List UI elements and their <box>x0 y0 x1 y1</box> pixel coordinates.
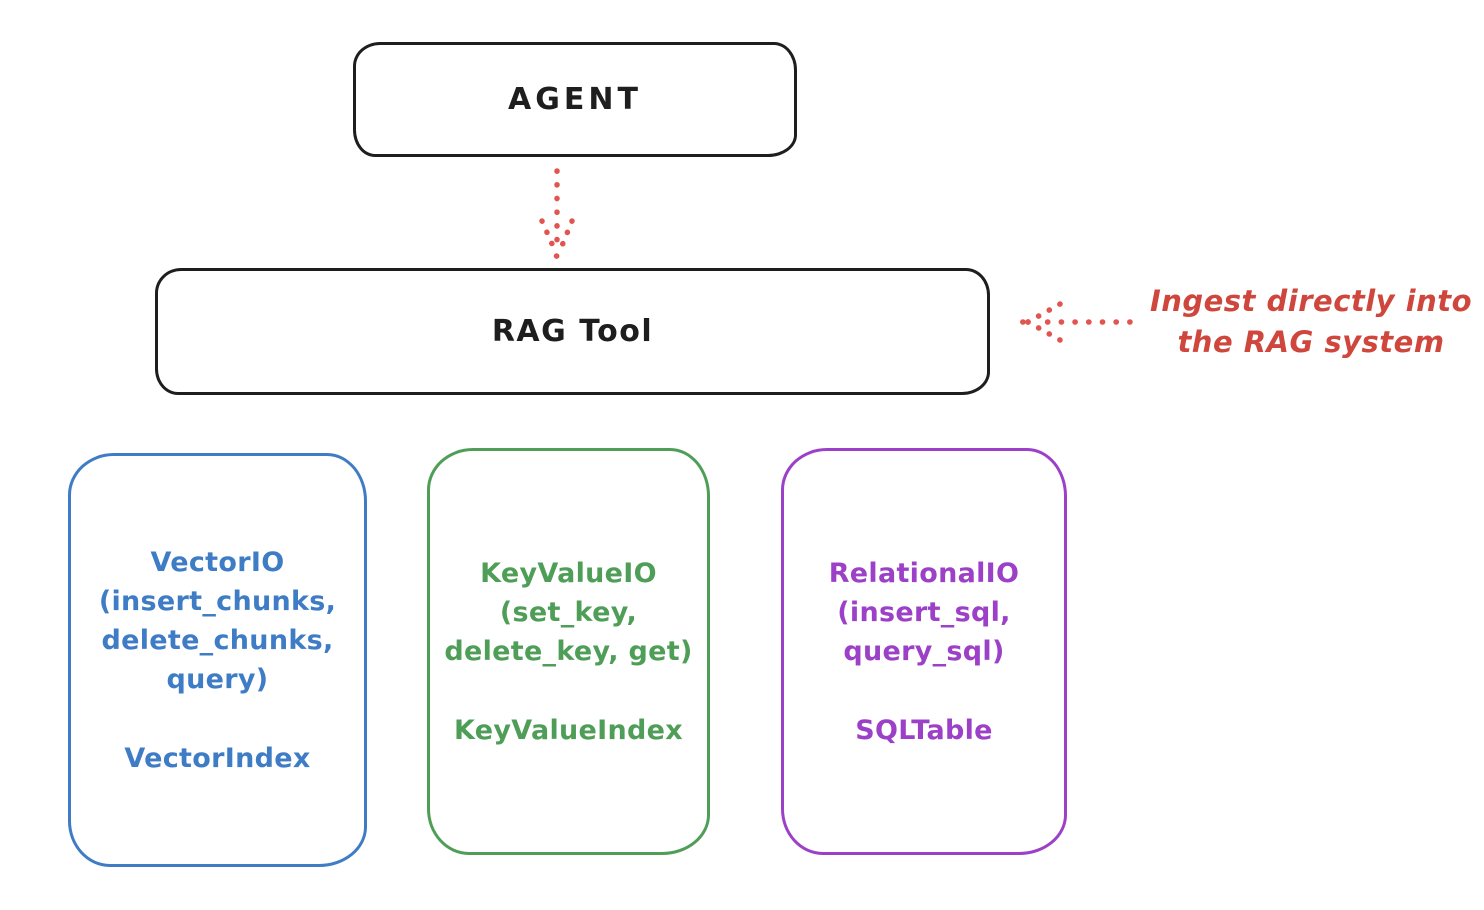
sql-table-label: SQLTable <box>855 714 993 746</box>
agent-box: AGENT <box>353 42 797 157</box>
ingest-to-rag-arrow <box>1019 301 1133 343</box>
relational-io-line: (insert_sql, <box>837 596 1011 628</box>
ingest-annotation-line2: the RAG system <box>1177 325 1445 359</box>
agent-label: AGENT <box>508 82 642 117</box>
keyvalue-index-label: KeyValueIndex <box>453 714 683 746</box>
keyvalue-io-line: delete_key, get) <box>444 635 693 667</box>
relational-io-line: query_sql) <box>843 635 1005 667</box>
rag-tool-label: RAG Tool <box>491 314 654 349</box>
keyvalue-io-line: (set_key, <box>499 596 638 628</box>
keyvalue-io-line: KeyValueIO <box>480 557 657 589</box>
vector-io-line: query) <box>166 663 269 695</box>
vector-io-line: VectorIO <box>150 546 285 578</box>
vector-index-label: VectorIndex <box>124 742 311 774</box>
agent-to-rag-arrow <box>539 168 575 260</box>
ingest-annotation-line1: Ingest directly into <box>1149 284 1473 318</box>
ingest-annotation: Ingest directly into the RAG system <box>1138 281 1484 363</box>
vector-io-box: VectorIO (insert_chunks, delete_chunks, … <box>68 453 367 867</box>
vector-io-line: (insert_chunks, <box>98 585 337 617</box>
relational-io-box: RelationalIO (insert_sql, query_sql) SQL… <box>781 448 1067 855</box>
rag-tool-box: RAG Tool <box>155 268 990 395</box>
relational-io-line: RelationalIO <box>828 557 1020 589</box>
keyvalue-io-box: KeyValueIO (set_key, delete_key, get) Ke… <box>427 448 710 855</box>
vector-io-line: delete_chunks, <box>101 624 334 656</box>
